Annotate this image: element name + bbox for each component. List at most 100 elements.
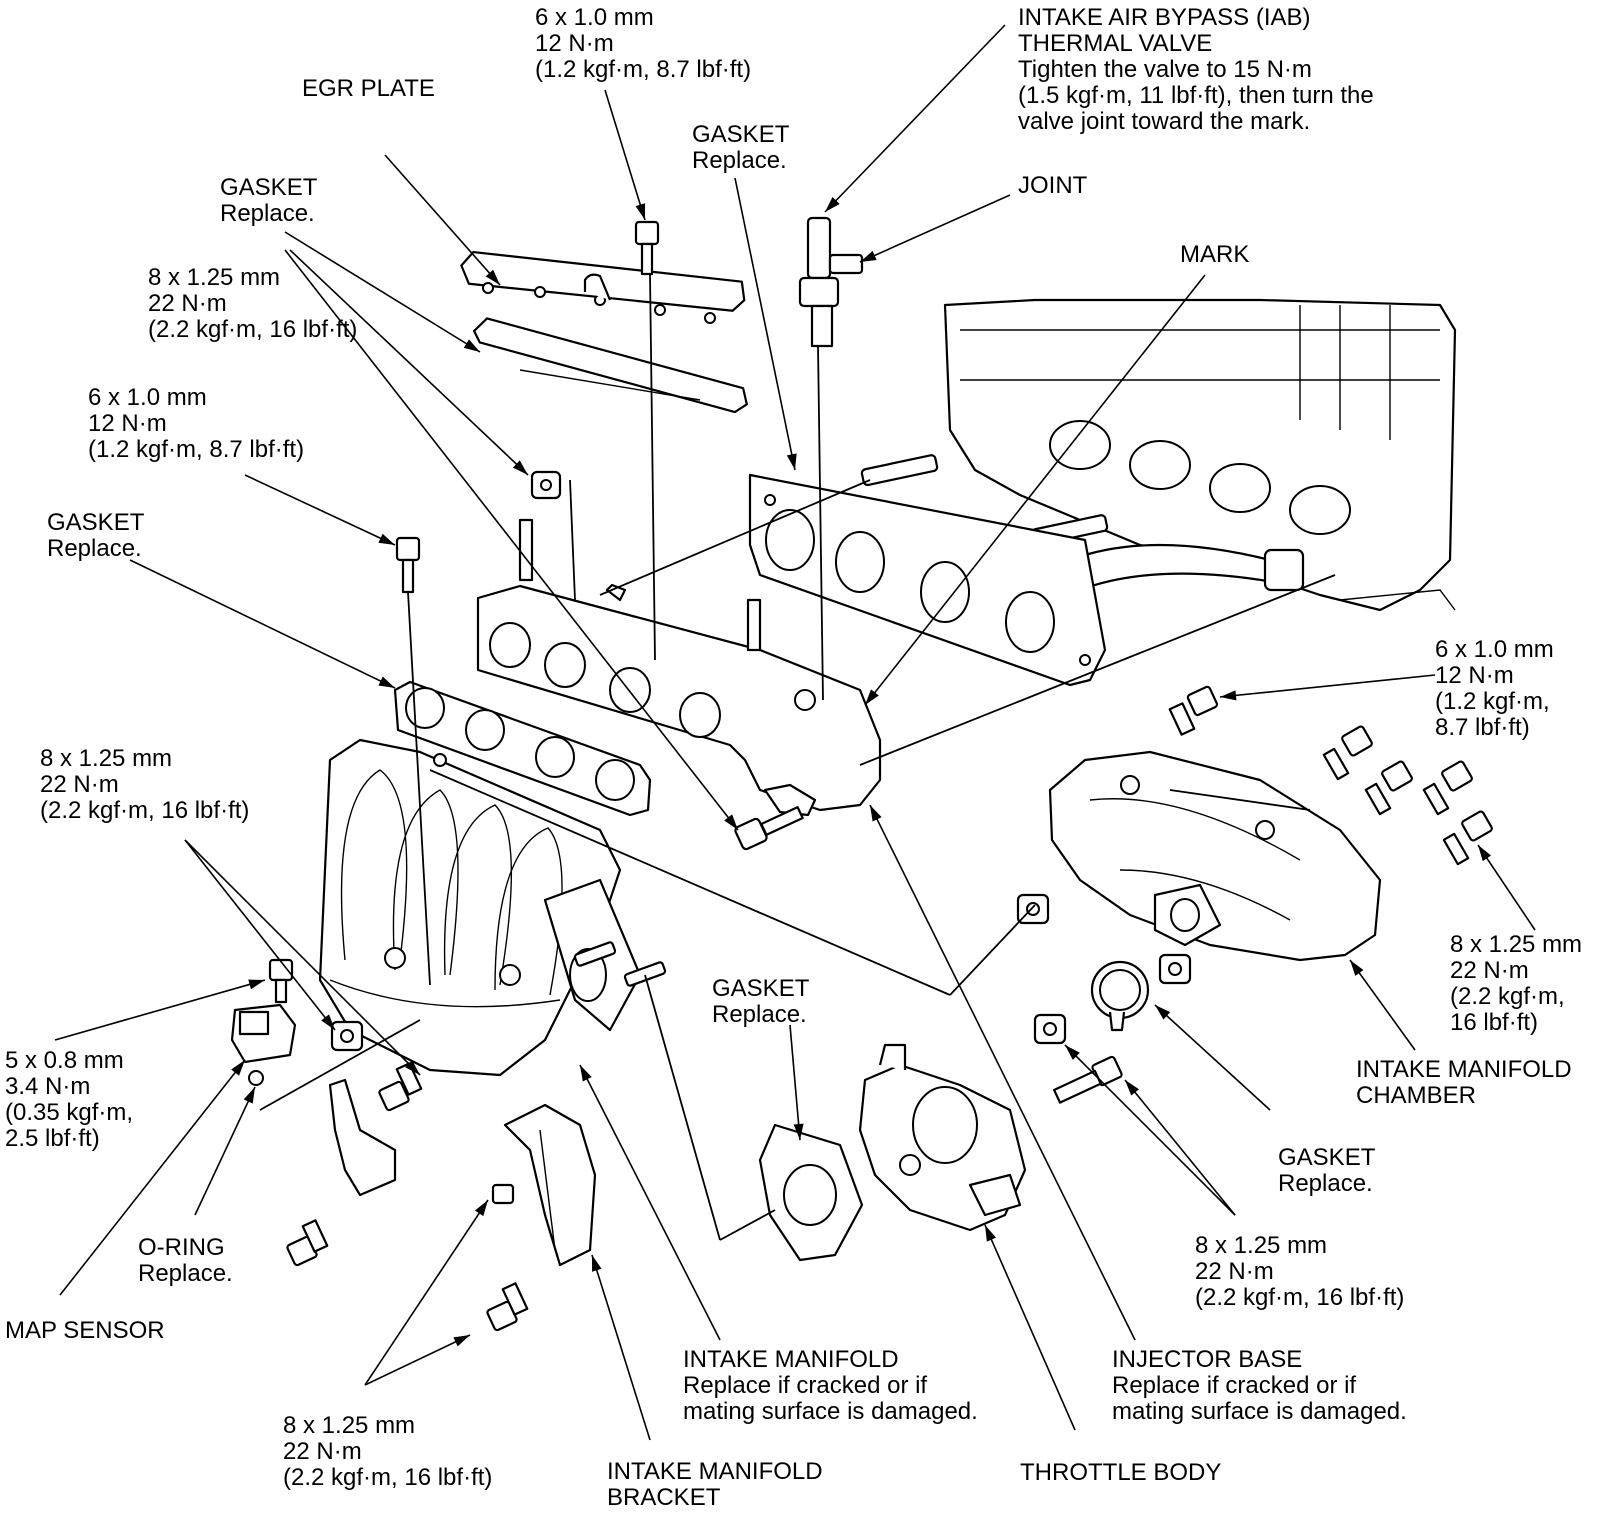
torque-alt-label: (2.2 kgf·m, 16 lbf·ft) xyxy=(1195,1284,1405,1311)
gasket-label: GASKET xyxy=(220,174,318,201)
torque-alt-label: (0.35 kgf·m, xyxy=(5,1099,134,1126)
torque-label: 22 N·m xyxy=(1195,1258,1274,1285)
intake-chamber-part xyxy=(1048,750,1382,962)
bolt-size-label: 8 x 1.25 mm xyxy=(1195,1232,1328,1259)
lower-bracket xyxy=(328,1078,397,1197)
callout-bolt-6-right: 6 x 1.0 mm 12 N·m (1.2 kgf·m, 8.7 lbf·ft… xyxy=(1435,637,1554,741)
throttle-body-label: THROTTLE BODY xyxy=(1020,1459,1222,1486)
leader-arrowhead xyxy=(378,533,395,545)
callout-o-ring: O-RING Replace. xyxy=(138,1235,233,1287)
bolt-size-label: 6 x 1.0 mm xyxy=(88,384,207,411)
chamber-gasket xyxy=(1090,960,1150,1032)
iab-thermal-valve xyxy=(798,216,864,348)
gasket-label: GASKET xyxy=(692,121,790,148)
manifold-gasket xyxy=(393,680,652,817)
callout-gasket-throttle: GASKET Replace. xyxy=(712,976,809,1028)
torque-label: 12 N·m xyxy=(88,410,167,437)
leader-arrowhead xyxy=(985,1225,997,1242)
callout-bolt-6-left: 6 x 1.0 mm 12 N·m (1.2 kgf·m, 8.7 lbf·ft… xyxy=(88,385,304,463)
bolt-size-label: 8 x 1.25 mm xyxy=(283,1412,416,1439)
bolt-size-label: 6 x 1.0 mm xyxy=(535,4,654,31)
leader-arrowhead xyxy=(463,339,480,352)
leader-arrowhead xyxy=(231,1060,245,1076)
leader-arrowhead xyxy=(724,814,738,830)
leader-arrowhead xyxy=(243,1087,255,1104)
injector-base-note: Replace if cracked or if xyxy=(1112,1372,1357,1399)
callout-gasket-chamber: GASKET Replace. xyxy=(1278,1145,1375,1197)
torque-label: 22 N·m xyxy=(148,290,227,317)
leader-arrowhead xyxy=(793,1123,804,1140)
callout-throttle-body: THROTTLE BODY xyxy=(1020,1460,1221,1486)
iab-note-label: Tighten the valve to 15 N·m xyxy=(1018,56,1312,83)
torque-alt-label: (2.2 kgf·m, 16 lbf·ft) xyxy=(40,797,250,824)
torque-alt-label: (1.2 kgf·m, 8.7 lbf·ft) xyxy=(88,436,305,463)
leader-arrowhead xyxy=(378,676,395,688)
callout-bolt-8-throttle: 8 x 1.25 mm 22 N·m (2.2 kgf·m, 16 lbf·ft… xyxy=(1195,1233,1404,1311)
leader-arrowhead xyxy=(405,1060,420,1075)
leader-arrowhead xyxy=(1155,1005,1171,1020)
leader-arrowhead xyxy=(1065,1045,1080,1060)
callout-bolt-5: 5 x 0.8 mm 3.4 N·m (0.35 kgf·m, 2.5 lbf·… xyxy=(5,1048,133,1152)
leader-arrowhead xyxy=(870,805,882,822)
torque-alt-label: (2.2 kgf·m, 16 lbf·ft) xyxy=(148,316,358,343)
injector-base-note-2: mating surface is damaged. xyxy=(1112,1398,1407,1425)
throttle-body-part xyxy=(858,1043,1027,1232)
leader-arrowhead xyxy=(825,197,840,212)
callout-bolt-8-left: 8 x 1.25 mm 22 N·m (2.2 kgf·m, 16 lbf·ft… xyxy=(40,746,249,824)
gasket-label: GASKET xyxy=(1278,1144,1376,1171)
replace-label: Replace. xyxy=(692,147,787,174)
torque-label: 12 N·m xyxy=(1435,662,1514,689)
callout-mark: MARK xyxy=(1180,242,1249,268)
torque-label: 3.4 N·m xyxy=(5,1073,91,1100)
torque-alt-label: (1.2 kgf·m, 8.7 lbf·ft) xyxy=(535,56,752,83)
torque-label: 22 N·m xyxy=(40,771,119,798)
head-gasket xyxy=(748,473,1107,687)
bracket-label: INTAKE MANIFOLD xyxy=(607,1458,823,1485)
bolt-size-label: 6 x 1.0 mm xyxy=(1435,636,1554,663)
callout-bolt-8-bracket: 8 x 1.25 mm 22 N·m (2.2 kgf·m, 16 lbf·ft… xyxy=(283,1413,492,1491)
leader-arrowhead xyxy=(592,1255,602,1272)
leader-arrowhead xyxy=(1478,845,1492,862)
leader-arrowhead xyxy=(580,1065,592,1082)
cylinder-head xyxy=(943,298,1457,612)
replace-label: Replace. xyxy=(1278,1170,1373,1197)
joint-label: JOINT xyxy=(1018,172,1088,199)
bolt-size-label: 5 x 0.8 mm xyxy=(5,1047,124,1074)
replace-label: Replace. xyxy=(47,535,142,562)
replace-label: Replace. xyxy=(138,1260,233,1287)
intake-manifold-label: INTAKE MANIFOLD xyxy=(683,1346,899,1373)
torque-label: 22 N·m xyxy=(1450,957,1529,984)
callout-bolt-egr-top: 6 x 1.0 mm 12 N·m (1.2 kgf·m, 8.7 lbf·ft… xyxy=(535,5,751,83)
bolt-size-label: 8 x 1.25 mm xyxy=(1450,931,1583,958)
leader-arrowhead xyxy=(512,460,528,475)
torque-alt-label-2: 2.5 lbf·ft) xyxy=(5,1125,100,1152)
bolt-size-label: 8 x 1.25 mm xyxy=(148,264,281,291)
callout-iab-valve: INTAKE AIR BYPASS (IAB) THERMAL VALVE Ti… xyxy=(1018,5,1374,135)
leader-arrowhead xyxy=(635,203,646,220)
leader-arrowhead xyxy=(1350,960,1364,976)
chamber-label: INTAKE MANIFOLD xyxy=(1356,1056,1572,1083)
manifold-bracket-part xyxy=(503,1103,597,1267)
leader-arrowhead xyxy=(474,1200,488,1217)
gasket-label: GASKET xyxy=(47,509,145,536)
o-ring-label: O-RING xyxy=(138,1234,225,1261)
intake-manifold-note: Replace if cracked or if xyxy=(683,1372,928,1399)
callout-map-sensor: MAP SENSOR xyxy=(5,1318,165,1344)
torque-alt-label-2: 8.7 lbf·ft) xyxy=(1435,714,1530,741)
leader-lines xyxy=(54,24,1536,1441)
map-sensor-part xyxy=(230,1003,297,1086)
callout-gasket-injector: GASKET Replace. xyxy=(47,510,144,562)
torque-alt-label: (1.2 kgf·m, xyxy=(1435,688,1550,715)
leader-arrowhead xyxy=(453,1335,470,1347)
alignment-lines xyxy=(259,273,1336,1241)
egr-plate xyxy=(460,250,746,324)
map-sensor-label: MAP SENSOR xyxy=(5,1317,165,1344)
callout-bracket: INTAKE MANIFOLD BRACKET xyxy=(607,1459,823,1511)
leader-arrowhead xyxy=(321,1014,335,1030)
callout-joint: JOINT xyxy=(1018,173,1087,199)
chamber-label-2: CHAMBER xyxy=(1356,1082,1477,1109)
injector-base-part xyxy=(476,518,882,817)
callout-egr-plate: EGR PLATE xyxy=(302,76,435,102)
